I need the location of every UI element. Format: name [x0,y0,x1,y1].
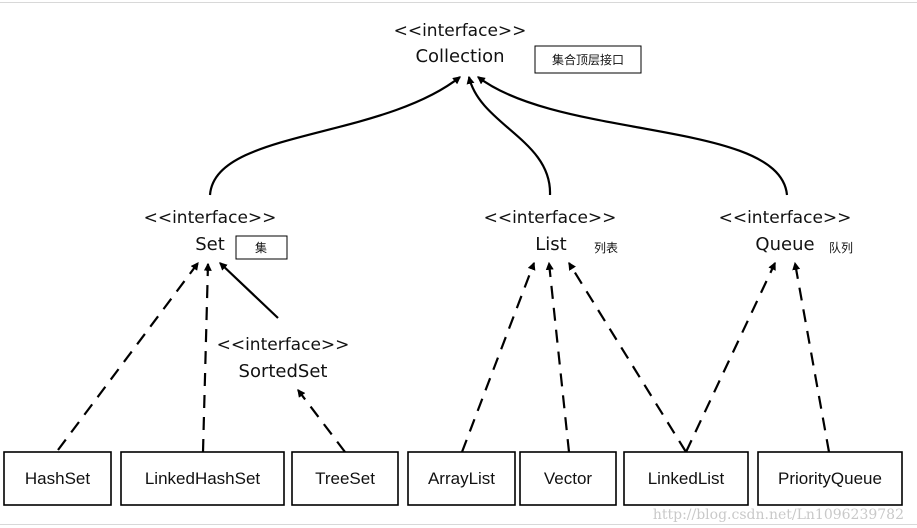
class-vector: Vector [519,451,617,506]
edge-arraylist-to-list [460,261,536,453]
class-arraylist: ArrayList [407,451,516,506]
arraylist-box [407,451,516,506]
edge-treeset-to-sortedset [297,389,346,453]
edge-vector-to-list [545,261,571,453]
class-linkedlist: LinkedList [623,451,749,506]
top-frame-line [0,2,917,3]
linkedhashset-label: LinkedHashSet [145,469,261,488]
hashset-label: HashSet [25,469,90,488]
interface-list: <<interface>> List 列表 [484,208,618,255]
edge-set-to-collection [208,76,461,196]
queue-note: 队列 [829,240,853,255]
collection-note-box [534,45,642,74]
set-note: 集 [255,240,267,255]
vector-box [519,451,617,506]
queue-stereotype: <<interface>> [719,208,852,228]
class-hashset: HashSet [3,451,112,506]
bottom-frame-line [0,524,917,525]
interface-sortedset: <<interface>> SortedSet [217,335,350,382]
class-priorityqueue: PriorityQueue [757,451,903,506]
hashset-box [3,451,112,506]
list-name: List [535,234,566,255]
vector-label: Vector [544,469,593,488]
edge-linkedhashset-to-set [201,262,212,453]
interface-set: <<interface>> Set 集 [144,208,288,260]
collection-note: 集合顶层接口 [552,52,624,67]
interface-queue: <<interface>> Queue 队列 [719,208,853,255]
set-name: Set [195,234,225,255]
edge-queue-to-collection [477,76,789,196]
arraylist-label: ArrayList [428,469,495,488]
class-treeset: TreeSet [291,451,399,506]
edge-linkedlist-to-list [568,261,687,453]
priorityqueue-box [757,451,903,506]
interface-collection: <<interface>> Collection 集合顶层接口 [394,21,642,74]
edge-priorityqueue-to-queue [792,261,831,453]
watermark-text: http://blog.csdn.net/Ln1096239782 [653,507,904,523]
linkedlist-box [623,451,749,506]
list-note: 列表 [594,241,618,255]
list-stereotype: <<interface>> [484,208,617,228]
edge-hashset-to-set [57,262,199,451]
priorityqueue-label: PriorityQueue [778,469,882,488]
sortedset-name: SortedSet [239,361,328,382]
treeset-box [291,451,399,506]
collection-stereotype: <<interface>> [394,21,527,41]
class-linkedhashset: LinkedHashSet [120,451,285,506]
treeset-label: TreeSet [315,469,375,488]
edge-list-to-collection [466,75,552,196]
set-stereotype: <<interface>> [144,208,277,228]
sortedset-stereotype: <<interface>> [217,335,350,355]
linkedlist-label: LinkedList [648,469,725,488]
collection-name: Collection [415,46,504,67]
queue-name: Queue [755,234,814,255]
set-note-box [235,235,288,260]
linkedhashset-box [120,451,285,506]
edge-linkedlist-to-queue [685,261,776,453]
edge-sortedset-to-set [219,262,279,319]
